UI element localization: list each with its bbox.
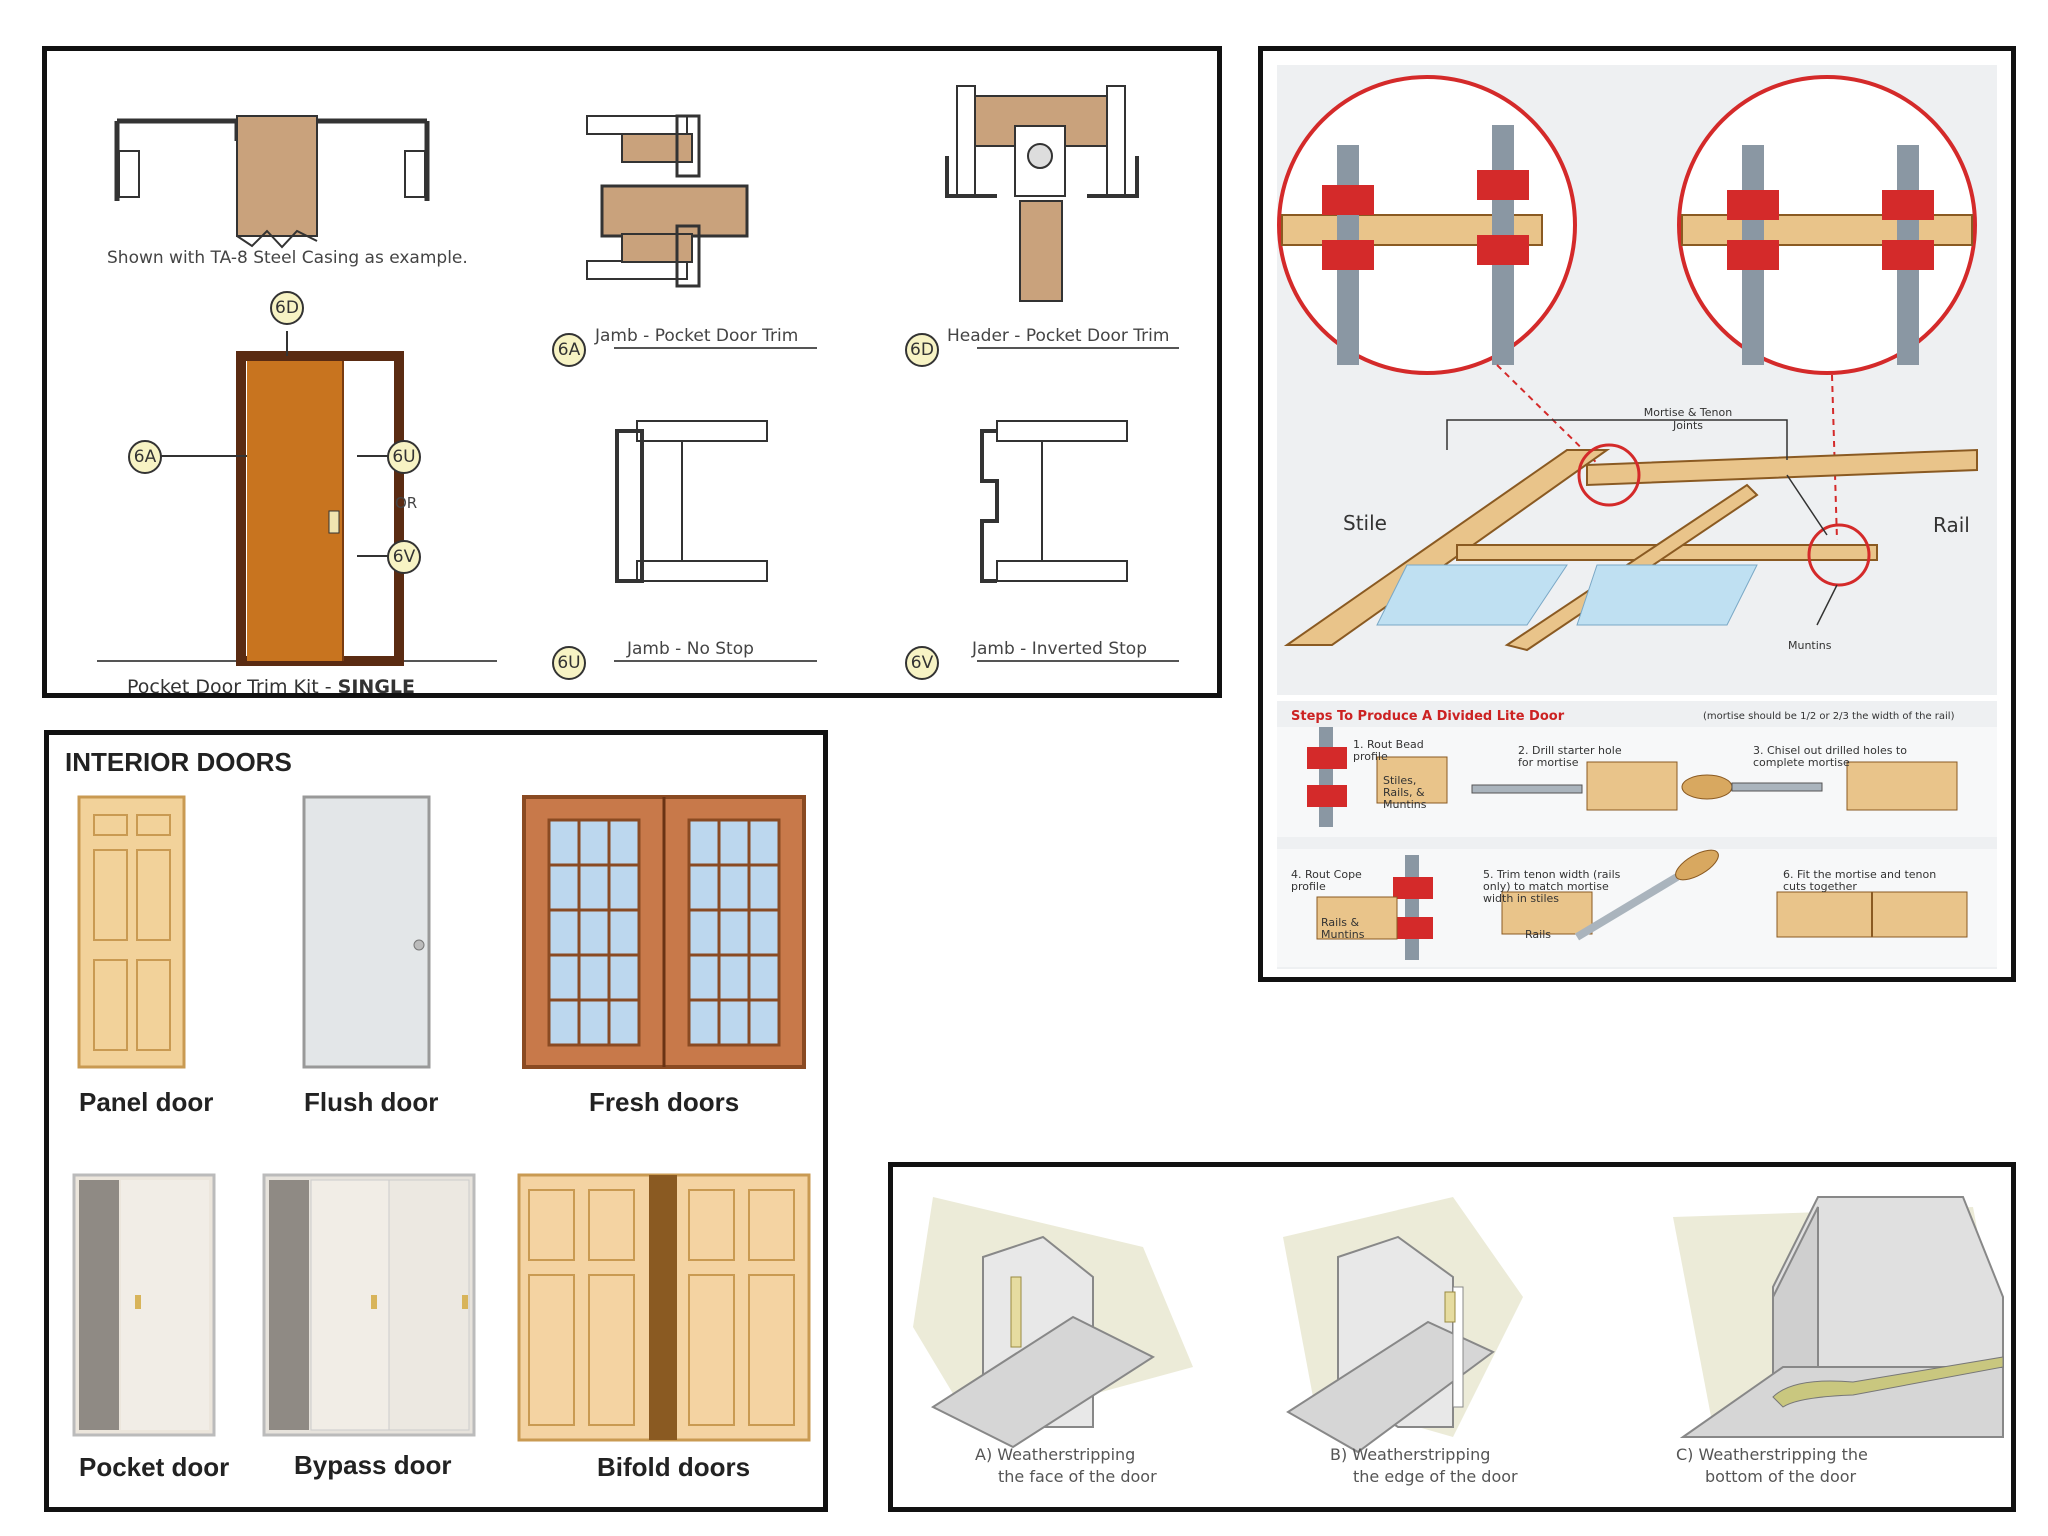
router-joints-illustration <box>1277 75 1978 652</box>
or-text: OR <box>395 494 418 512</box>
door-label-flush: Flush door <box>304 1087 439 1117</box>
detail-label-6u: Jamb - No Stop <box>627 639 754 659</box>
pocket-trim-panel: Shown with TA-8 Steel Casing as example.… <box>42 46 1222 698</box>
pocket-door-single-drawing <box>97 331 497 666</box>
step-1-text: 1. Rout Bead profile <box>1353 738 1424 763</box>
stile-label: Stile <box>1343 511 1387 535</box>
example-caption: Shown with TA-8 Steel Casing as example. <box>107 248 468 268</box>
detail-badge-6v: 6V <box>905 646 939 680</box>
weatherstripping-illustrations <box>913 1196 2004 1454</box>
jamb-pocket-trim-drawing <box>586 114 749 288</box>
door-types-illustration <box>72 795 811 1442</box>
kit-title-bold: SINGLE <box>337 676 416 698</box>
step-4-tag: Rails & Muntins <box>1321 916 1365 941</box>
weather-caption-c-line2: bottom of the door <box>1705 1467 1857 1486</box>
step-2-text: 2. Drill starter hole for mortise <box>1518 744 1622 769</box>
step-1-tag: Stiles, Rails, & Muntins <box>1383 774 1427 811</box>
step-5-tag: Rails <box>1525 928 1551 941</box>
interior-doors-title: INTERIOR DOORS <box>65 747 292 777</box>
divided-lite-panel: Mortise & Tenon Joints Stile Rail Muntin… <box>1258 46 2016 982</box>
door-label-fresh: Fresh doors <box>589 1087 740 1117</box>
steel-casing-drawing <box>114 115 430 249</box>
weather-caption-a-line2: the face of the door <box>998 1467 1157 1486</box>
detail-badge-6u: 6U <box>552 646 586 680</box>
door-label-bypass: Bypass door <box>294 1450 452 1480</box>
detail-label-6d: Header - Pocket Door Trim <box>947 326 1170 346</box>
jamb-no-stop-drawing <box>615 420 768 583</box>
badge-6d: 6D <box>270 291 304 325</box>
weather-caption-a-line1: A) Weatherstripping <box>975 1445 1136 1464</box>
step-3-text: 3. Chisel out drilled holes to complete … <box>1753 744 1907 769</box>
muntins-label: Muntins <box>1788 639 1832 652</box>
detail-badge-6a: 6A <box>552 333 586 367</box>
jamb-inverted-stop-drawing <box>980 420 1128 583</box>
rail-label: Rail <box>1933 513 1970 537</box>
door-label-panel: Panel door <box>79 1087 214 1117</box>
detail-label-6a: Jamb - Pocket Door Trim <box>595 326 799 346</box>
badge-6u: 6U <box>387 440 421 474</box>
badge-6a: 6A <box>128 440 162 474</box>
detail-badge-6d: 6D <box>905 333 939 367</box>
weather-caption-c-line1: C) Weatherstripping the <box>1676 1445 1868 1464</box>
badge-6v: 6V <box>387 540 421 574</box>
detail-underlines <box>614 347 1179 662</box>
detail-label-6v: Jamb - Inverted Stop <box>972 639 1147 659</box>
weather-caption-b-line2: the edge of the door <box>1353 1467 1518 1486</box>
step-6-text: 6. Fit the mortise and tenon cuts togeth… <box>1783 868 1937 893</box>
steps-title: Steps To Produce A Divided Lite Door <box>1291 709 1565 724</box>
kit-title-prefix: Pocket Door Trim Kit - <box>127 676 338 698</box>
step-5-text: 5. Trim tenon width (rails only) to matc… <box>1483 868 1621 905</box>
header-pocket-trim-drawing <box>945 85 1139 302</box>
weatherstripping-panel: A) Weatherstripping the face of the door… <box>888 1162 2016 1512</box>
step-4-text: 4. Rout Cope profile <box>1291 868 1362 893</box>
door-label-bifold: Bifold doors <box>597 1452 751 1482</box>
steps-illustrations <box>1277 727 1997 967</box>
weather-caption-b-line1: B) Weatherstripping <box>1330 1445 1491 1464</box>
interior-doors-panel: INTERIOR DOORS <box>44 730 828 1512</box>
kit-title: Pocket Door Trim Kit - SINGLE <box>127 676 416 698</box>
door-label-pocket: Pocket door <box>79 1452 230 1482</box>
steps-note: (mortise should be 1/2 or 2/3 the width … <box>1703 711 1955 722</box>
joint-label: Mortise & Tenon Joints <box>1643 406 1733 432</box>
